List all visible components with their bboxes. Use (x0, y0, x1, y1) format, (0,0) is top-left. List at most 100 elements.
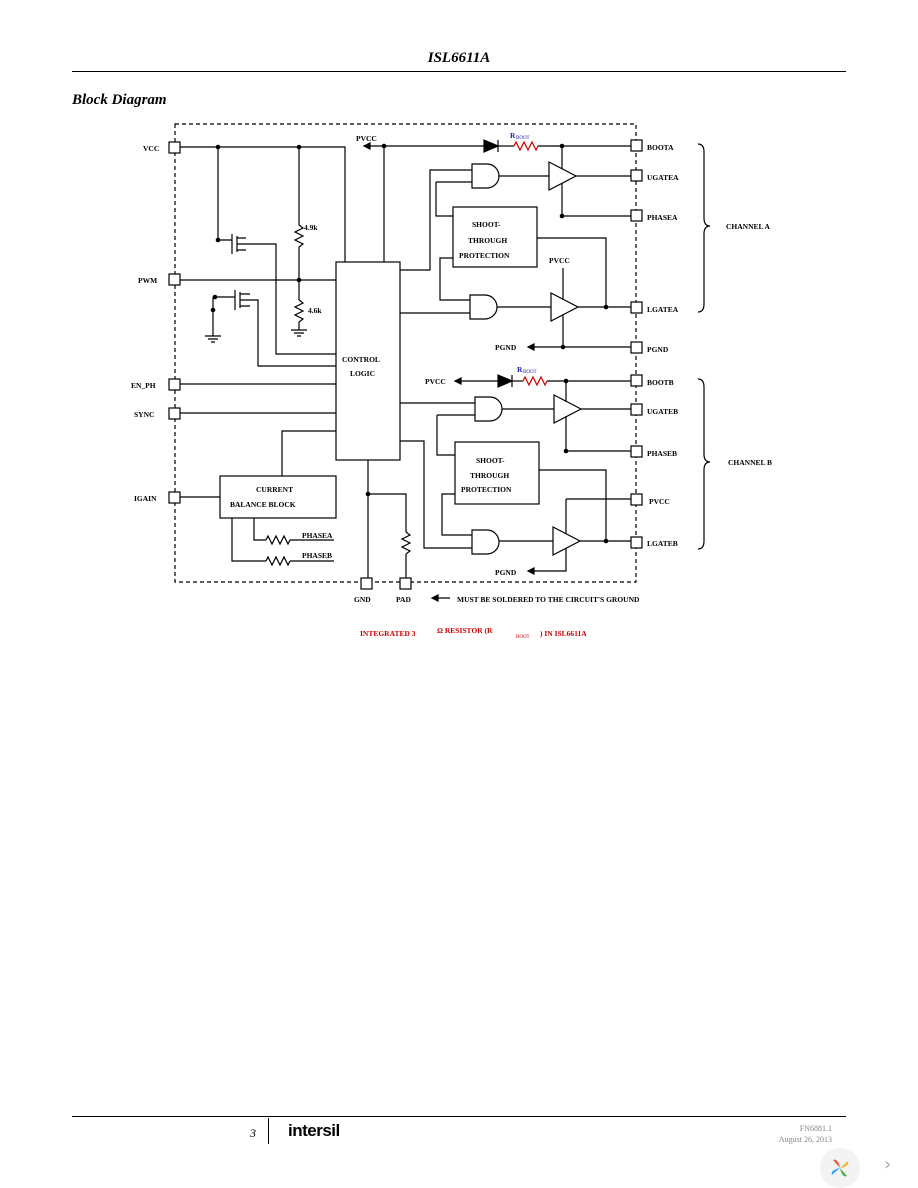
pad-resistor (400, 531, 412, 555)
pin-phasea (630, 209, 643, 222)
pgnd-b-arrow (526, 567, 535, 575)
pin-vcc (168, 141, 181, 154)
header-rule (72, 71, 846, 72)
note-integrated-1: INTEGRATED 3 (360, 629, 416, 638)
current-balance-block (219, 475, 337, 519)
pin-pvcc-b (630, 493, 643, 506)
junction-lgate-b (603, 538, 609, 544)
pvcc-b-wire (565, 498, 631, 534)
pgnd-a-arrow (526, 343, 535, 351)
pin-ugatea (630, 169, 643, 182)
next-page-chevron-icon[interactable]: › (884, 1154, 892, 1175)
control-label-1: CONTROL (342, 355, 380, 364)
driver-a-lower (550, 292, 580, 322)
junction-pgnd-a (560, 344, 566, 350)
junction-pvcc-top (381, 143, 387, 149)
block-diagram: VCC PWM EN_PH SYNC IGAIN BOOTA UGATEA PH… (131, 123, 772, 640)
rboot-a-label: R (510, 131, 516, 140)
shoot-b-label-2: THROUGH (470, 471, 509, 480)
shoot-b-label-3: PROTECTION (461, 485, 512, 494)
boot-diode-a (483, 139, 500, 153)
pin-label-ugateb: UGATEB (647, 407, 678, 416)
junction-phase-b (563, 448, 569, 454)
footer-rule (72, 1116, 846, 1117)
pin-label-vcc: VCC (143, 144, 159, 153)
fet-upper-to-logic (275, 262, 336, 355)
phaseb-sense-resistor (265, 555, 291, 567)
vcc-to-fet-wire (217, 147, 232, 241)
pin-igain (168, 491, 181, 504)
pgnd-b-wire (528, 548, 567, 572)
intersil-logo: intersil (288, 1121, 340, 1140)
pad-note-arrow (430, 594, 450, 602)
shoot-through-a-block (452, 206, 538, 268)
driver-a-upper-supply (561, 146, 631, 217)
footer-separator (268, 1118, 269, 1144)
gate-b-lower (471, 529, 500, 555)
channel-a-brace (697, 143, 711, 313)
junction-fet-1 (215, 237, 221, 243)
shoot-through-b-block (454, 441, 540, 505)
pin-en-ph (168, 378, 181, 391)
gate-a-lower (469, 294, 498, 320)
rboot-a-sub: BOOT (516, 136, 530, 141)
fet-upper (231, 234, 277, 262)
section-title: Block Diagram (72, 92, 167, 108)
label-pgnd-b-inner: PGND (495, 568, 517, 577)
shoot-a-label-3: PROTECTION (459, 251, 510, 260)
pin-lgateb (630, 536, 643, 549)
gate-b-upper-feedback (436, 414, 475, 456)
label-phasea-in: PHASEA (302, 531, 333, 540)
channel-a-label: CHANNEL A (726, 222, 771, 231)
pin-lgatea (630, 301, 643, 314)
pin-label-boota: BOOTA (647, 143, 674, 152)
gate-b-lower-in (400, 440, 472, 549)
pin-label-phasea: PHASEA (647, 213, 678, 222)
fet-lower (215, 290, 336, 367)
resistor-4-6k (293, 299, 305, 323)
rboot-b-label: R (517, 365, 523, 374)
shoot-a-to-gate (537, 237, 607, 308)
current-label-1: CURRENT (256, 485, 293, 494)
pin-label-igain: IGAIN (134, 494, 157, 503)
pin-label-lgatea: LGATEA (647, 305, 679, 314)
junction-gnd (365, 491, 371, 497)
fet-lower-ground-icon (205, 335, 221, 343)
pin-label-sync: SYNC (134, 410, 154, 419)
label-pgnd-a-inner: PGND (495, 343, 517, 352)
pin-label-ugatea: UGATEA (647, 173, 679, 182)
pin-pad (399, 577, 412, 590)
note-integrated-3: ) IN ISL6611A (540, 629, 587, 638)
divider-ground-icon (291, 329, 307, 337)
shoot-b-label-1: SHOOT- (476, 456, 505, 465)
pin-pwm (168, 273, 181, 286)
control-logic-block (335, 261, 401, 461)
gate-a-upper-feedback (435, 181, 472, 217)
pin-gnd (360, 577, 373, 590)
pinwheel-icon (831, 1159, 849, 1177)
rboot-a-resistor (513, 140, 539, 152)
label-r-bottom: 4.6k (308, 306, 322, 315)
pin-ugateb (630, 403, 643, 416)
rboot-b-resistor (522, 375, 548, 387)
rboot-b-sub: BOOT (523, 370, 537, 375)
current-label-2: BALANCE BLOCK (230, 500, 296, 509)
pvcc-top-arrow (362, 142, 371, 150)
pin-phaseb (630, 445, 643, 458)
driver-b-upper-supply (565, 381, 631, 452)
driver-b-upper (553, 394, 583, 424)
pin-labels: VCC PWM EN_PH SYNC IGAIN BOOTA UGATEA PH… (131, 143, 679, 604)
pin-boota (630, 139, 643, 152)
boot-diode-b (497, 374, 514, 388)
pvcc-b-left-arrow (453, 377, 462, 385)
label-pvcc-a-inner: PVCC (549, 256, 570, 265)
label-r-top: 4.9k (304, 223, 318, 232)
label-phaseb-in: PHASEB (302, 551, 332, 560)
pin-label-en-ph: EN_PH (131, 381, 156, 390)
viewer-app-icon[interactable] (820, 1148, 860, 1188)
pin-bootb (630, 374, 643, 387)
label-pvcc-b-left: PVCC (425, 377, 446, 386)
gate-a-upper (471, 163, 500, 189)
pin-label-pgnd-a: PGND (647, 345, 669, 354)
pin-label-gnd: GND (354, 595, 371, 604)
